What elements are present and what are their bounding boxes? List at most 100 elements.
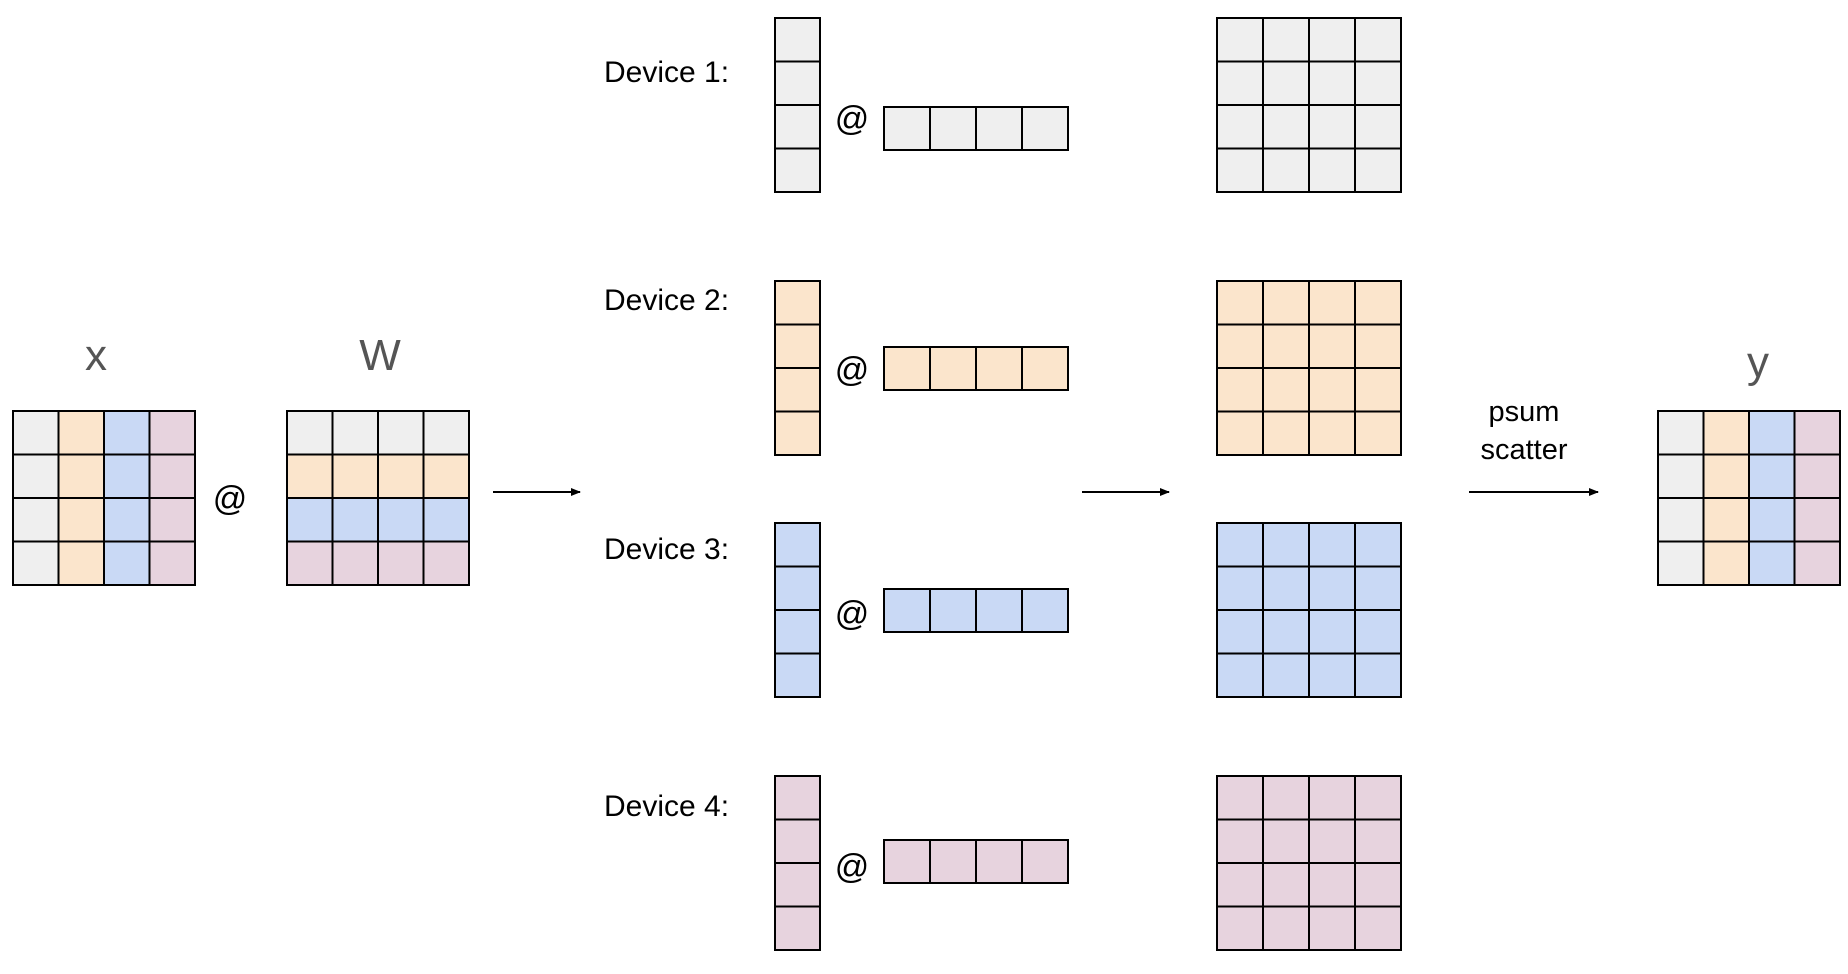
x-matrix-cell-r2-c4	[148, 453, 196, 499]
y-matrix-cell-r2-c4	[1793, 453, 1841, 499]
W-matrix-cell-r1-c1	[286, 410, 334, 456]
device-4-row-vector	[883, 839, 1069, 884]
device-3-result-matrix-cell-r4-c2	[1262, 652, 1310, 698]
operation-label-line1: psum	[1489, 396, 1560, 428]
device-3-row: Device 3: @	[604, 522, 1402, 698]
y-matrix-cell-r3-c1	[1657, 497, 1705, 543]
device-2-row-vector-cell-r1-c3	[975, 346, 1023, 391]
device-1-column-vector-cell-r4-c1	[774, 147, 821, 193]
device-3-result-matrix-cell-r3-c4	[1354, 609, 1402, 655]
y-matrix-label: y	[1747, 338, 1769, 387]
x-matrix-cell-r4-c2	[57, 540, 105, 586]
x-matrix-cell-r1-c4	[148, 410, 196, 456]
device-1-result-matrix-cell-r2-c3	[1308, 60, 1356, 106]
y-matrix-cell-r4-c4	[1793, 540, 1841, 586]
device-1-label: Device 1:	[604, 56, 729, 89]
x-matrix	[12, 410, 196, 586]
device-2-result-matrix-cell-r3-c4	[1354, 367, 1402, 413]
device-1-result-matrix-cell-r4-c3	[1308, 147, 1356, 193]
W-matrix-cell-r2-c4	[422, 453, 470, 499]
device-2-result-matrix-cell-r3-c1	[1216, 367, 1264, 413]
device-4-result-matrix-cell-r2-c2	[1262, 818, 1310, 864]
device-1-column-vector-cell-r2-c1	[774, 60, 821, 106]
device-3-column-vector-cell-r4-c1	[774, 652, 821, 698]
device-4-result-matrix-cell-r2-c3	[1308, 818, 1356, 864]
x-matrix-cell-r4-c3	[103, 540, 151, 586]
device-2-result-matrix-cell-r1-c3	[1308, 280, 1356, 326]
x-matrix-cell-r3-c3	[103, 497, 151, 543]
device-1-result-matrix-cell-r1-c3	[1308, 17, 1356, 63]
x-matrix-cell-r3-c4	[148, 497, 196, 543]
device-3-result-matrix-cell-r2-c1	[1216, 565, 1264, 611]
device-4-result-matrix-cell-r1-c3	[1308, 775, 1356, 821]
device-2-column-vector-cell-r4-c1	[774, 410, 821, 456]
device-4-row-vector-cell-r1-c4	[1021, 839, 1069, 884]
device-1-row-vector-cell-r1-c3	[975, 106, 1023, 151]
W-matrix-label: W	[359, 331, 401, 380]
y-matrix-cell-r4-c2	[1702, 540, 1750, 586]
W-matrix-cell-r1-c3	[377, 410, 425, 456]
device-2-result-matrix-cell-r4-c2	[1262, 410, 1310, 456]
device-4-row-vector-cell-r1-c1	[883, 839, 931, 884]
x-matrix-cell-r1-c3	[103, 410, 151, 456]
device-4-result-matrix-cell-r3-c4	[1354, 862, 1402, 908]
device-1-multiply-symbol: @	[835, 100, 870, 138]
device-4-row: Device 4: @	[604, 775, 1402, 951]
y-matrix	[1657, 410, 1841, 586]
device-4-result-matrix-cell-r1-c1	[1216, 775, 1264, 821]
device-4-multiply-symbol: @	[835, 848, 870, 886]
W-matrix-cell-r2-c2	[331, 453, 379, 499]
device-2-multiply-symbol: @	[835, 351, 870, 389]
device-1-result-matrix-cell-r4-c1	[1216, 147, 1264, 193]
device-2-result-matrix-cell-r4-c3	[1308, 410, 1356, 456]
x-matrix-cell-r1-c2	[57, 410, 105, 456]
device-2-result-matrix-cell-r1-c1	[1216, 280, 1264, 326]
device-4-result-matrix-cell-r2-c1	[1216, 818, 1264, 864]
device-4-column-vector	[774, 775, 821, 951]
device-4-column-vector-cell-r1-c1	[774, 775, 821, 821]
device-4-result-matrix-cell-r2-c4	[1354, 818, 1402, 864]
W-matrix-cell-r1-c4	[422, 410, 470, 456]
device-2-label: Device 2:	[604, 284, 729, 317]
device-3-column-vector-cell-r1-c1	[774, 522, 821, 568]
device-3-result-matrix-cell-r4-c1	[1216, 652, 1264, 698]
device-2-row-vector-cell-r1-c1	[883, 346, 931, 391]
device-3-result-matrix-cell-r3-c2	[1262, 609, 1310, 655]
device-3-result-matrix-cell-r3-c1	[1216, 609, 1264, 655]
x-matrix-cell-r3-c1	[12, 497, 60, 543]
device-1-result-matrix-cell-r4-c4	[1354, 147, 1402, 193]
device-1-result-matrix-cell-r3-c2	[1262, 104, 1310, 150]
device-3-row-vector-cell-r1-c4	[1021, 588, 1069, 633]
device-3-row-vector-cell-r1-c2	[929, 588, 977, 633]
operation-label-line2: scatter	[1480, 434, 1567, 466]
device-1-result-matrix-cell-r4-c2	[1262, 147, 1310, 193]
y-matrix-cell-r2-c1	[1657, 453, 1705, 499]
W-matrix-cell-r3-c4	[422, 497, 470, 543]
W-matrix-cell-r1-c2	[331, 410, 379, 456]
W-matrix-cell-r4-c4	[422, 540, 470, 586]
x-matrix-cell-r3-c2	[57, 497, 105, 543]
W-matrix	[286, 410, 470, 586]
y-matrix-cell-r3-c2	[1702, 497, 1750, 543]
y-matrix-cell-r2-c2	[1702, 453, 1750, 499]
device-2-result-matrix-cell-r4-c1	[1216, 410, 1264, 456]
device-4-column-vector-cell-r4-c1	[774, 905, 821, 951]
device-2-row: Device 2: @	[604, 280, 1402, 456]
device-3-result-matrix-cell-r3-c3	[1308, 609, 1356, 655]
device-4-result-matrix-cell-r3-c3	[1308, 862, 1356, 908]
y-matrix-cell-r3-c3	[1748, 497, 1796, 543]
x-matrix-cell-r2-c3	[103, 453, 151, 499]
device-1-result-matrix-cell-r1-c1	[1216, 17, 1264, 63]
device-4-row-vector-cell-r1-c3	[975, 839, 1023, 884]
device-3-result-matrix-cell-r2-c4	[1354, 565, 1402, 611]
device-1-result-matrix-cell-r1-c2	[1262, 17, 1310, 63]
device-1-result-matrix-cell-r1-c4	[1354, 17, 1402, 63]
y-matrix-cell-r4-c1	[1657, 540, 1705, 586]
y-matrix-cell-r1-c4	[1793, 410, 1841, 456]
device-1-column-vector	[774, 17, 821, 193]
y-matrix-cell-r3-c4	[1793, 497, 1841, 543]
device-3-column-vector-cell-r2-c1	[774, 565, 821, 611]
device-4-result-matrix-cell-r4-c2	[1262, 905, 1310, 951]
W-matrix-cell-r4-c1	[286, 540, 334, 586]
